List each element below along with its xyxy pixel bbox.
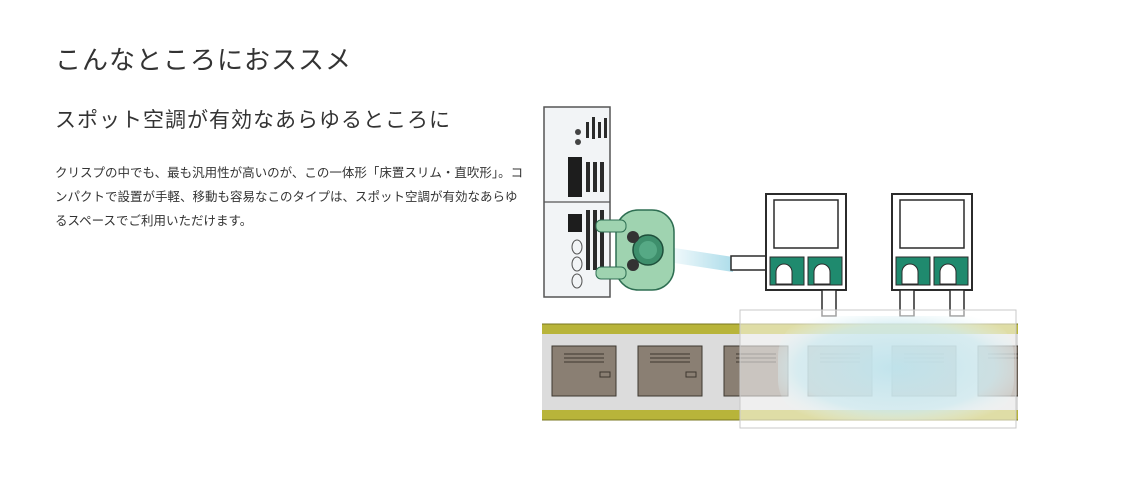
worker-figure — [595, 209, 675, 291]
spot-cooler-machine-2 — [891, 193, 973, 317]
section-heading: こんなところにおススメ — [55, 46, 353, 76]
description-text: クリスプの中でも、最も汎用性が高いのが、この一体形「床置スリム・直吹形」。コンパ… — [55, 165, 524, 228]
factory-spot-cooling-illustration — [538, 102, 1019, 432]
cool-air-beam — [668, 247, 733, 272]
subheading: スポット空調が有効なあらゆるところに — [55, 108, 451, 132]
control-panel — [543, 106, 611, 298]
spot-cooler-machine-1 — [765, 193, 847, 317]
cooled-area-overlay — [739, 309, 1017, 429]
